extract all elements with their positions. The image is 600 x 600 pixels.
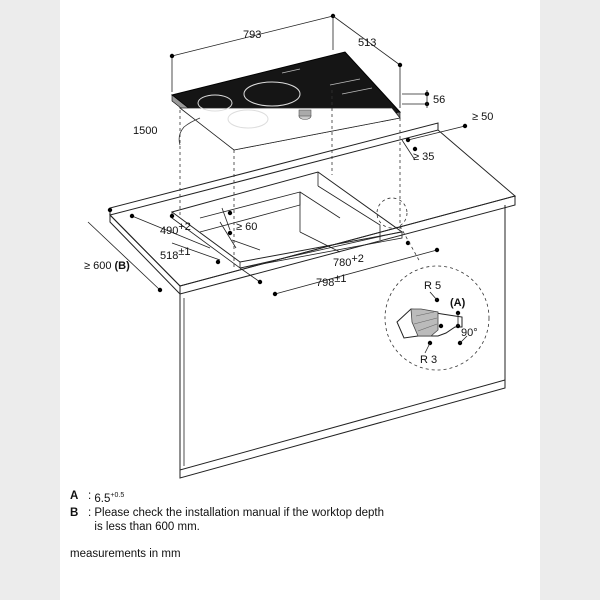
- cabinet: [109, 122, 517, 479]
- dim-cutout-depth-outer: 518±1: [160, 246, 191, 262]
- cooktop: [170, 51, 401, 151]
- note-b-key: B: [70, 506, 79, 519]
- edge-detail: R 5 (A) 90° R 3: [376, 197, 490, 371]
- projection-lines: [179, 90, 401, 268]
- note-b-text: Please check the installation manual if …: [94, 506, 384, 533]
- notes: A: 6.5+0.5 B: Please check the installat…: [70, 489, 510, 534]
- units-note: measurements in mm: [70, 548, 181, 560]
- dim-cutout-width: 780+2: [333, 253, 364, 269]
- detail-radius-bottom: R 3: [420, 354, 437, 366]
- dim-min-wall: ≥ 50: [472, 111, 493, 123]
- dim-min-front: ≥ 35: [413, 151, 434, 163]
- dim-width: 793: [243, 29, 261, 41]
- detail-radius-top: R 5: [424, 280, 441, 292]
- dim-depth: 513: [358, 37, 376, 49]
- note-a-key: A: [70, 490, 79, 502]
- dim-min-clearance: ≥ 60: [236, 221, 257, 233]
- note-a: A: 6.5+0.5: [70, 490, 125, 505]
- worktop-cutout: [170, 171, 404, 269]
- dim-height: 56: [433, 94, 445, 106]
- detail-angle: 90°: [461, 327, 478, 339]
- note-a-value: 6.5+0.5: [94, 492, 125, 505]
- dim-worktop-depth: ≥ 600 (B): [84, 260, 130, 272]
- dimension-lines: 793 513 56 1500 ≥ 50 ≥ 35 ≥ 600 (B): [84, 13, 493, 297]
- dim-cutout-depth: 490+2: [160, 221, 191, 237]
- dim-cutout-width-outer: 798±1: [316, 273, 347, 289]
- dim-cable: 1500: [133, 125, 157, 137]
- note-b: B: Please check the installation manual …: [70, 506, 384, 533]
- detail-ref: (A): [450, 297, 466, 309]
